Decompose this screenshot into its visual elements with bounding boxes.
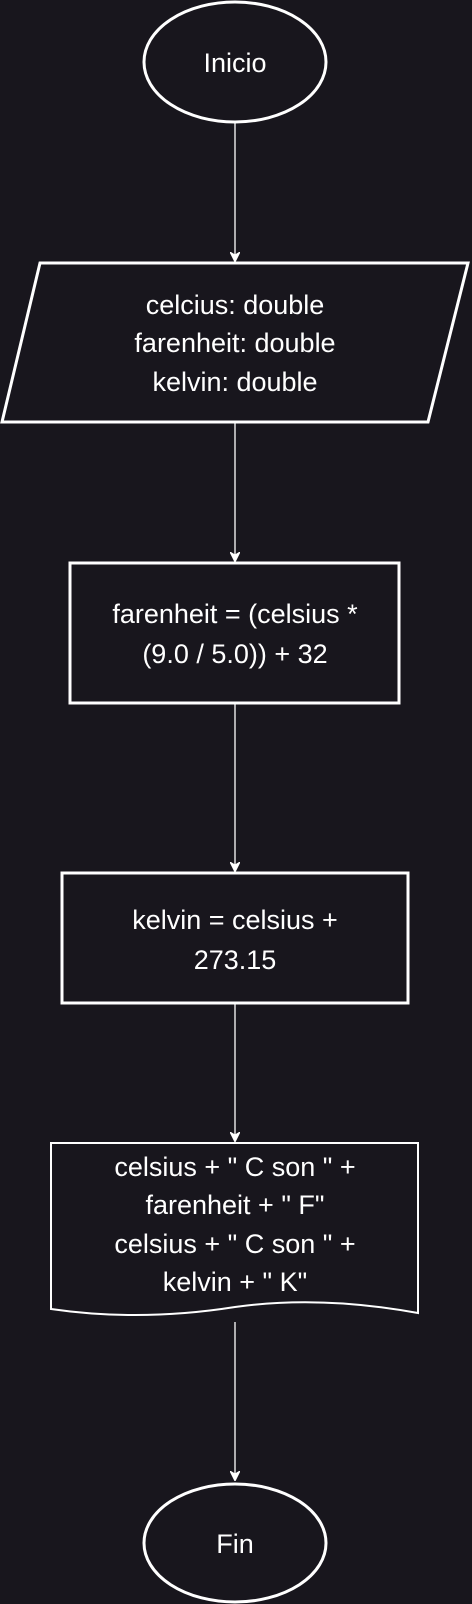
fahrenheit-line-2: (9.0 / 5.0)) + 32 [142,639,327,669]
start-terminal: Inicio [142,0,328,124]
declaration-line-2: farenheit: double [134,328,335,358]
fahrenheit-line-1: farenheit = (celsius * [112,599,358,629]
declaration-line-1: celcius: double [146,290,325,320]
output-line-1: celsius + " C son " + [114,1152,355,1182]
output-line-3: celsius + " C son " + [114,1229,355,1259]
start-label: Inicio [203,48,266,78]
declaration-line-3: kelvin: double [152,367,317,397]
declaration-data-block: celcius: double farenheit: double kelvin… [0,261,470,424]
end-terminal: Fin [142,1482,328,1604]
kelvin-line-2: 273.15 [194,945,277,975]
kelvin-process: kelvin = celsius + 273.15 [60,871,410,1005]
kelvin-line-1: kelvin = celsius + [132,905,338,935]
fahrenheit-process: farenheit = (celsius * (9.0 / 5.0)) + 32 [68,561,401,705]
output-line-4: kelvin + " K" [163,1267,307,1297]
end-label: Fin [216,1529,254,1559]
output-line-2: farenheit + " F" [145,1190,324,1220]
output-document: celsius + " C son " + farenheit + " F" c… [50,1142,419,1316]
